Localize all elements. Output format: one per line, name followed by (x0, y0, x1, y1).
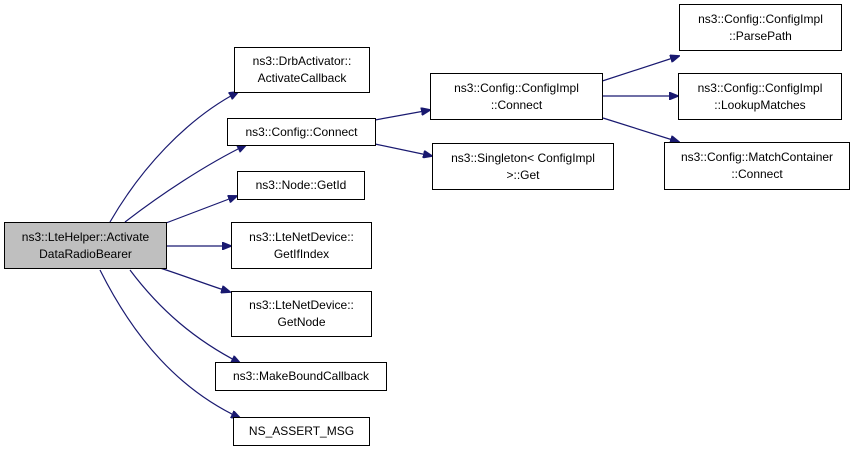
node-configimpl-lookupmatches[interactable]: ns3::Config::ConfigImpl ::LookupMatches (678, 73, 842, 120)
node-label-line-1: ns3::Config::ConfigImpl (697, 80, 823, 95)
edge-root-to-makeboundcallback (129, 269, 240, 363)
node-label-line-2: GetIfIndex (273, 246, 330, 261)
edge-configimpl-connect-to-matchcontainer-connect (602, 117, 679, 142)
node-label-line-2: ::Connect (490, 97, 543, 112)
node-label-line-1: ns3::LteNetDevice:: (249, 298, 354, 312)
node-label-line-1: ns3::Singleton< ConfigImpl (451, 150, 595, 165)
node-label-line-2: ::ParsePath (729, 28, 792, 43)
node-ltenetdevice-getnode[interactable]: ns3::LteNetDevice:: GetNode (231, 291, 372, 337)
node-label-line-1: ns3::Config::MatchContainer (680, 150, 834, 164)
node-label-line-1: ns3::Node::GetId (255, 178, 347, 192)
node-label-line-1: ns3::Config::ConfigImpl (454, 80, 579, 95)
edge-root-to-config-connect (124, 145, 246, 223)
node-label-line-1: ns3::Config::ConfigImpl (698, 11, 823, 26)
edge-config-connect-to-singleton-get (374, 143, 432, 156)
node-ltehelper-activatedataradiobearer[interactable]: ns3::LteHelper::Activate DataRadioBearer (4, 222, 167, 269)
node-configimpl-parsepath[interactable]: ns3::Config::ConfigImpl ::ParsePath (679, 4, 842, 51)
edges-layer (99, 56, 679, 418)
node-label-line-2: DataRadioBearer (39, 246, 132, 261)
node-label-line-1: ns3::DrbActivator:: (252, 54, 352, 68)
edge-configimpl-connect-to-parsepath (589, 56, 679, 86)
edge-root-to-ns-assert-msg (99, 269, 240, 418)
node-label-line-1: NS_ASSERT_MSG (248, 424, 355, 438)
node-label-line-2: GetNode (277, 315, 326, 329)
edge-root-to-drb-activator (109, 92, 238, 223)
node-drbactivator-activatecallback[interactable]: ns3::DrbActivator:: ActivateCallback (234, 47, 370, 93)
node-singleton-configimpl-get[interactable]: ns3::Singleton< ConfigImpl >::Get (432, 143, 614, 190)
node-label-line-2: ::LookupMatches (714, 97, 806, 112)
node-label-line-2: ::Connect (731, 167, 783, 181)
edge-config-connect-to-configimpl-connect (374, 110, 430, 121)
node-configimpl-connect[interactable]: ns3::Config::ConfigImpl ::Connect (430, 73, 603, 120)
node-label-line-1: ns3::MakeBoundCallback (232, 369, 370, 383)
node-node-getid[interactable]: ns3::Node::GetId (237, 171, 365, 200)
node-ltenetdevice-getifindex[interactable]: ns3::LteNetDevice:: GetIfIndex (231, 222, 372, 269)
edge-root-to-node-getid (165, 196, 237, 224)
node-config-connect[interactable]: ns3::Config::Connect (227, 118, 376, 146)
edge-root-to-ltenetdevice-getnode (159, 267, 230, 292)
node-ns-assert-msg[interactable]: NS_ASSERT_MSG (233, 417, 370, 446)
node-label-line-1: ns3::LteHelper::Activate (21, 229, 150, 244)
node-label-line-2: ActivateCallback (257, 71, 347, 85)
node-makeboundcallback[interactable]: ns3::MakeBoundCallback (215, 362, 387, 391)
node-matchcontainer-connect[interactable]: ns3::Config::MatchContainer ::Connect (664, 142, 850, 190)
node-label-line-2: >::Get (506, 167, 540, 182)
node-label-line-1: ns3::LteNetDevice:: (249, 229, 354, 244)
node-label-line-1: ns3::Config::Connect (245, 124, 358, 139)
